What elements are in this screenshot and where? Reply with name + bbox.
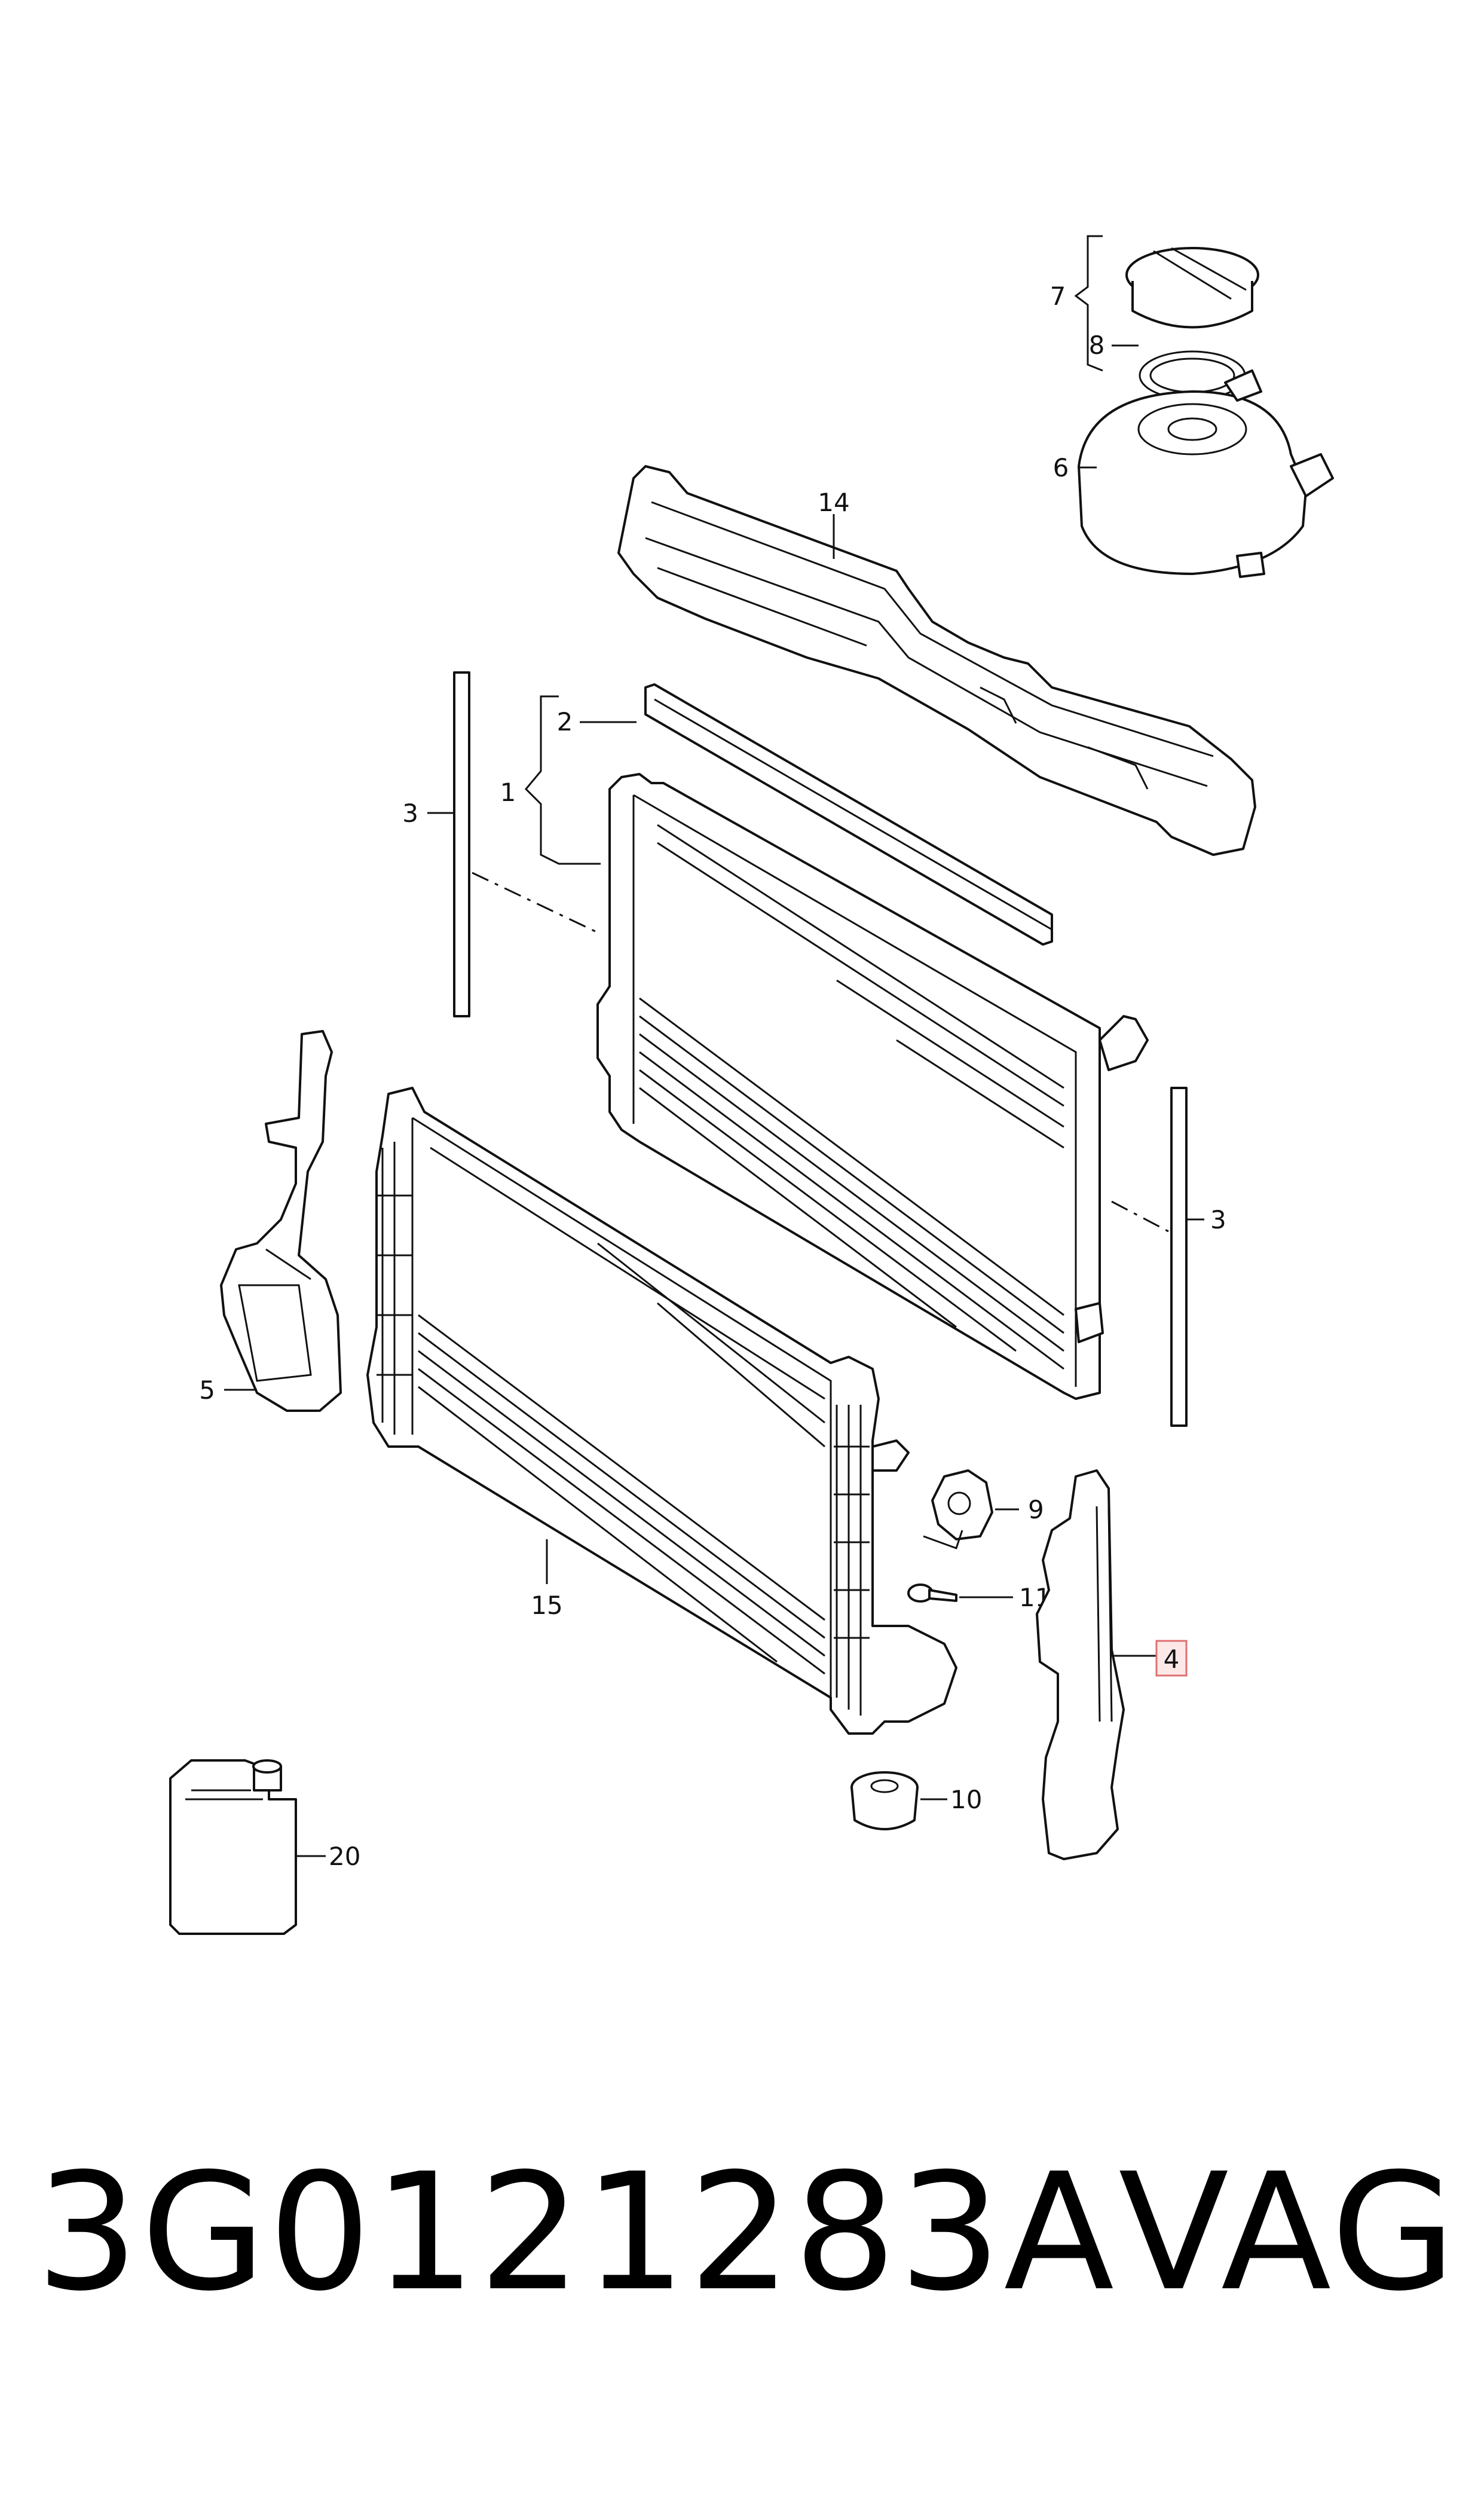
callout-9: 9	[1028, 1495, 1044, 1524]
air-guide-right	[1036, 1469, 1125, 1860]
callout-2: 2	[557, 707, 573, 736]
charge-air-cooler	[366, 1087, 957, 1735]
screw	[907, 1583, 957, 1603]
radiator	[596, 773, 1149, 1400]
cooler-core-fins	[418, 1147, 825, 1675]
expansion-tank	[1078, 369, 1334, 578]
part-number: 3G0121283A	[36, 2138, 1117, 2327]
filler-cap	[1125, 247, 1259, 329]
brand-name: VAG	[1118, 2138, 1458, 2327]
callout-4: 4	[1164, 1644, 1180, 1674]
mounting-bracket	[923, 1469, 993, 1549]
callout-20: 20	[329, 1842, 360, 1871]
callout-3-right: 3	[1210, 1205, 1226, 1234]
part-caption: 3G0121283A VAG	[36, 2134, 1458, 2331]
radiator-exploded-diagram: 7 8 6 14 2	[169, 235, 1334, 1935]
upper-air-duct	[617, 465, 1256, 856]
callout-15: 15	[531, 1591, 562, 1620]
callout-5: 5	[199, 1375, 215, 1405]
callout-1: 1	[500, 778, 516, 807]
callout-4-highlight	[1155, 1640, 1188, 1677]
rubber-grommet	[850, 1771, 919, 1830]
air-guide-left	[220, 1030, 342, 1412]
radiator-core-fins	[639, 824, 1064, 1370]
seal-strip-top	[644, 683, 1053, 946]
callout-7: 7	[1050, 282, 1066, 311]
coolant-canister	[169, 1759, 297, 1935]
callout-8: 8	[1089, 331, 1105, 360]
seal-strip-right	[1170, 1087, 1188, 1427]
callout-3-left: 3	[402, 799, 418, 828]
callout-14: 14	[818, 488, 849, 517]
callout-6: 6	[1053, 453, 1069, 482]
seal-strip-left	[453, 671, 470, 1017]
callout-10: 10	[950, 1785, 982, 1814]
cooler-end-tank-grid	[377, 1142, 870, 1716]
